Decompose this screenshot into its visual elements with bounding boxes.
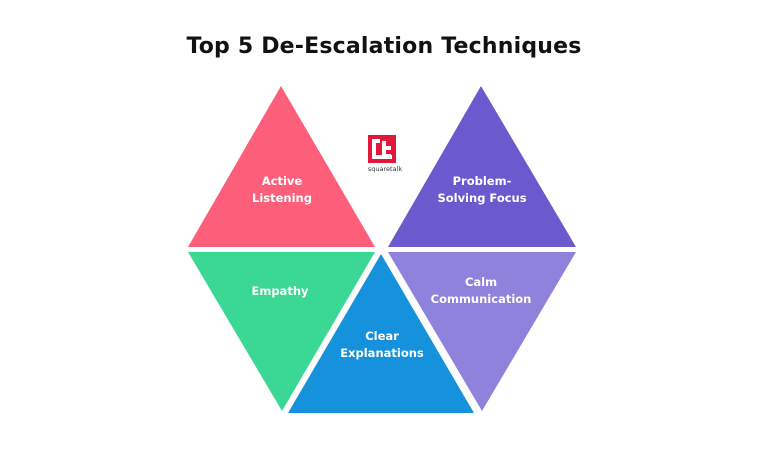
logo-text: squaretalk (367, 165, 403, 173)
triangle-calm-communication (388, 252, 576, 411)
label-calm-communication: Calm Communication (411, 274, 551, 308)
label-line: Clear (365, 329, 399, 343)
label-clear-explanations: Clear Explanations (312, 328, 452, 362)
triangle-active-listening (188, 86, 375, 247)
label-line: Empathy (251, 284, 309, 298)
label-line: Communication (430, 292, 532, 306)
label-active-listening: Active Listening (212, 173, 352, 207)
label-line: Calm (464, 275, 498, 289)
label-line: Explanations (340, 346, 424, 360)
label-empathy: Empathy (210, 283, 350, 300)
squaretalk-logo: squaretalk (363, 135, 407, 175)
logo-mark-icon (368, 135, 396, 163)
label-line: Problem- (452, 174, 512, 188)
triangle-empathy (188, 252, 375, 411)
label-line: Solving Focus (437, 191, 527, 205)
triangle-problem-solving (388, 86, 576, 247)
label-line: Listening (252, 191, 312, 205)
page-title: Top 5 De-Escalation Techniques (186, 34, 582, 59)
triangle-clear-explanations (288, 254, 474, 413)
label-line: Active (261, 174, 303, 188)
label-problem-solving: Problem- Solving Focus (412, 173, 552, 207)
